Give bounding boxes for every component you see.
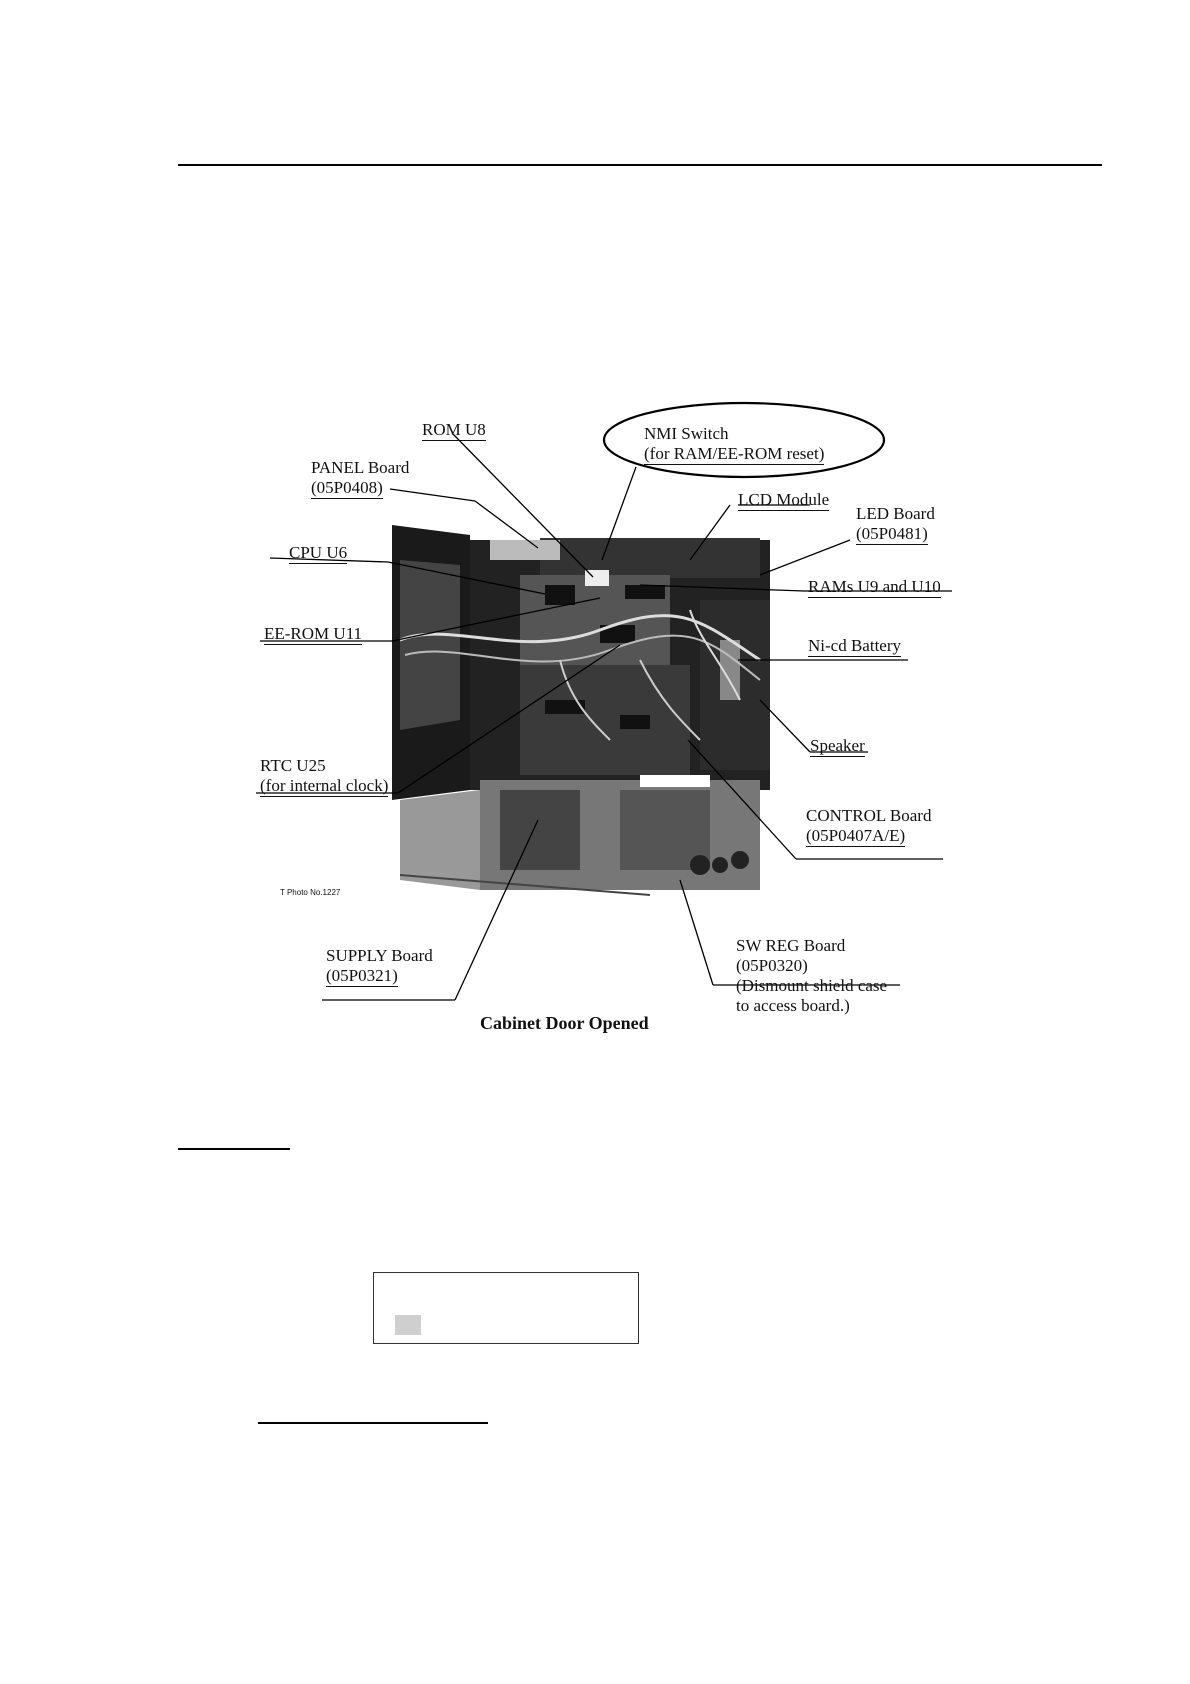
label-swreg-board: SW REG Board (05P0320) (Dismount shield … (736, 936, 887, 1016)
label-supply-board-line1: SUPPLY Board (326, 946, 433, 965)
label-swreg-line4: to access board.) (736, 996, 850, 1015)
label-rtc-line2: (for internal clock) (260, 776, 389, 797)
lcd-display-box (373, 1272, 639, 1344)
label-rom-u8: ROM U8 (422, 420, 486, 441)
label-rams: RAMs U9 and U10 (808, 577, 941, 598)
label-led-board: LED Board (05P0481) (856, 504, 935, 545)
label-rtc: RTC U25 (for internal clock) (260, 756, 389, 797)
label-swreg-line1: SW REG Board (736, 936, 846, 955)
label-nmi-switch: NMI Switch (for RAM/EE-ROM reset) (644, 424, 825, 465)
label-swreg-line2: (05P0320) (736, 956, 808, 975)
display-cursor (395, 1315, 421, 1335)
nmi-highlight-ellipse (602, 401, 886, 479)
label-nmi-switch-line1: NMI Switch (644, 424, 729, 443)
label-led-board-line1: LED Board (856, 504, 935, 523)
header-rule (178, 164, 1102, 166)
label-speaker: Speaker (810, 736, 865, 757)
label-supply-board-line2: (05P0321) (326, 966, 398, 987)
label-panel-board-line2: (05P0408) (311, 478, 383, 499)
label-led-board-line2: (05P0481) (856, 524, 928, 545)
photo-number: T Photo No.1227 (280, 888, 341, 897)
figure-caption: Cabinet Door Opened (480, 1013, 649, 1033)
label-control-board-line1: CONTROL Board (806, 806, 932, 825)
label-nmi-switch-line2: (for RAM/EE-ROM reset) (644, 444, 825, 465)
label-lcd-module: LCD Module (738, 490, 830, 511)
label-rtc-line1: RTC U25 (260, 756, 326, 775)
label-panel-board-line1: PANEL Board (311, 458, 410, 477)
label-panel-board: PANEL Board (05P0408) (311, 458, 409, 499)
label-control-board: CONTROL Board (05P0407A/E) (806, 806, 931, 847)
subsection-heading-underline (258, 1422, 488, 1424)
callout-leaders (256, 433, 952, 1001)
label-cpu-u6: CPU U6 (289, 543, 348, 564)
label-supply-board: SUPPLY Board (05P0321) (326, 946, 433, 987)
section-heading-underline (178, 1148, 290, 1150)
cabinet-photo (392, 525, 770, 896)
label-swreg-line3: (Dismount shield case (736, 976, 888, 995)
cabinet-photo-figure (256, 401, 952, 1001)
label-ee-rom: EE-ROM U11 (264, 624, 363, 645)
label-nicd-battery: Ni-cd Battery (808, 636, 901, 657)
label-control-board-line2: (05P0407A/E) (806, 826, 906, 847)
